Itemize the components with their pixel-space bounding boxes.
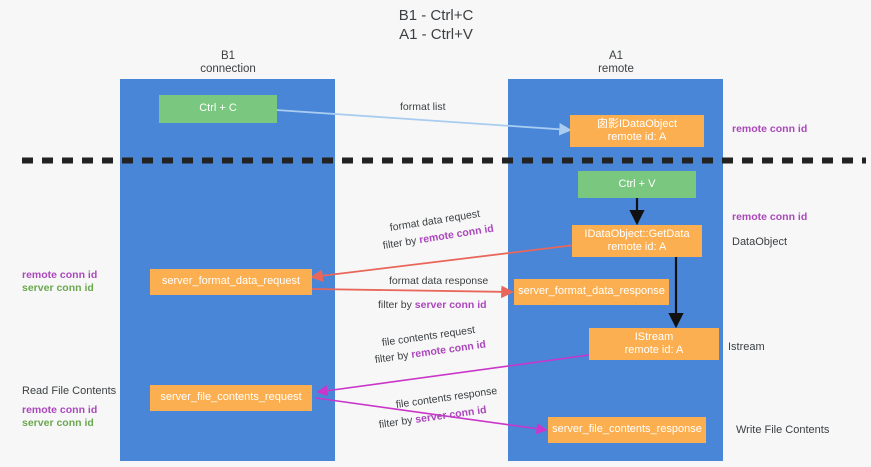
node-server-file-contents-response[interactable]: server_file_contents_response	[548, 417, 706, 443]
right-label-dataobject: DataObject	[732, 236, 788, 248]
edge-label-format-data-response: format data response	[389, 275, 488, 288]
node-istream-line1: IStream	[634, 330, 674, 343]
node-server-format-data-request-label: server_format_data_request	[161, 275, 301, 288]
node-idataobject-getdata-line2: remote id: A	[607, 241, 667, 253]
node-idataobject-remote[interactable]: 囱影IDataObject remote id: A	[570, 115, 704, 147]
edge-label-format-data-response-text: format data response	[389, 275, 489, 287]
right-label-remote-conn-id-mid: remote conn id	[732, 211, 808, 223]
edge-format-data-request	[310, 244, 576, 282]
edge-file-contents-request	[316, 354, 590, 397]
right-label-remote-conn-id-top: remote conn id	[732, 123, 808, 135]
filter-prefix: filter by	[378, 299, 415, 311]
filter-key-server-conn-id: server conn id	[414, 299, 487, 311]
node-server-format-data-response-label: server_format_data_response	[518, 285, 665, 298]
left-label-read-file-contents: Read File Contents	[22, 385, 117, 397]
node-server-format-data-request[interactable]: server_format_data_request	[150, 269, 312, 295]
right-label-istream: Istream	[728, 341, 765, 353]
right-label-write-file-contents: Write File Contents	[736, 424, 830, 436]
node-ctrl-v-label: Ctrl + V	[618, 177, 656, 190]
node-server-format-data-response[interactable]: server_format_data_response	[514, 279, 669, 305]
edge-label-format-list: format list	[400, 101, 446, 114]
left-label-server-conn-id-mid: server conn id	[22, 282, 94, 294]
node-server-file-contents-request-label: server_file_contents_request	[160, 391, 302, 404]
edge-label-format-data-response-filter: filter by server conn id	[378, 299, 487, 312]
column-header-a1-name: A1	[608, 50, 624, 62]
node-ctrl-c[interactable]: Ctrl + C	[159, 95, 277, 123]
left-label-remote-conn-id-mid: remote conn id	[22, 269, 98, 281]
node-ctrl-c-label: Ctrl + C	[199, 102, 237, 115]
page-title-line1: B1 - Ctrl+C	[398, 7, 474, 24]
column-header-b1-name: B1	[220, 50, 236, 62]
column-header-a1: A1 remote	[516, 50, 716, 76]
node-server-file-contents-request[interactable]: server_file_contents_request	[150, 385, 312, 411]
column-header-b1-role: connection	[200, 63, 256, 75]
node-istream-line2: remote id: A	[624, 344, 684, 356]
edge-label-format-list-text: format list	[400, 101, 446, 113]
node-ctrl-v[interactable]: Ctrl + V	[578, 171, 696, 198]
node-istream[interactable]: IStream remote id: A	[589, 328, 719, 360]
column-header-b1: B1 connection	[128, 50, 328, 76]
page-title: B1 - Ctrl+C A1 - Ctrl+V	[336, 6, 536, 44]
left-label-server-conn-id-bottom: server conn id	[22, 417, 94, 429]
node-idataobject-remote-line1: 囱影IDataObject	[596, 117, 678, 130]
edge-format-list	[275, 109, 572, 136]
node-idataobject-remote-line2: remote id: A	[607, 131, 667, 143]
column-header-a1-role: remote	[598, 63, 634, 75]
node-server-file-contents-response-label: server_file_contents_response	[552, 423, 702, 436]
node-idataobject-getdata-line1: IDataObject::GetData	[584, 227, 690, 240]
edge-format-data-response	[311, 285, 514, 299]
left-label-remote-conn-id-bottom: remote conn id	[22, 404, 98, 416]
page-title-line2: A1 - Ctrl+V	[399, 26, 473, 43]
node-idataobject-getdata[interactable]: IDataObject::GetData remote id: A	[572, 225, 702, 257]
edge-file-contents-response	[315, 397, 548, 435]
